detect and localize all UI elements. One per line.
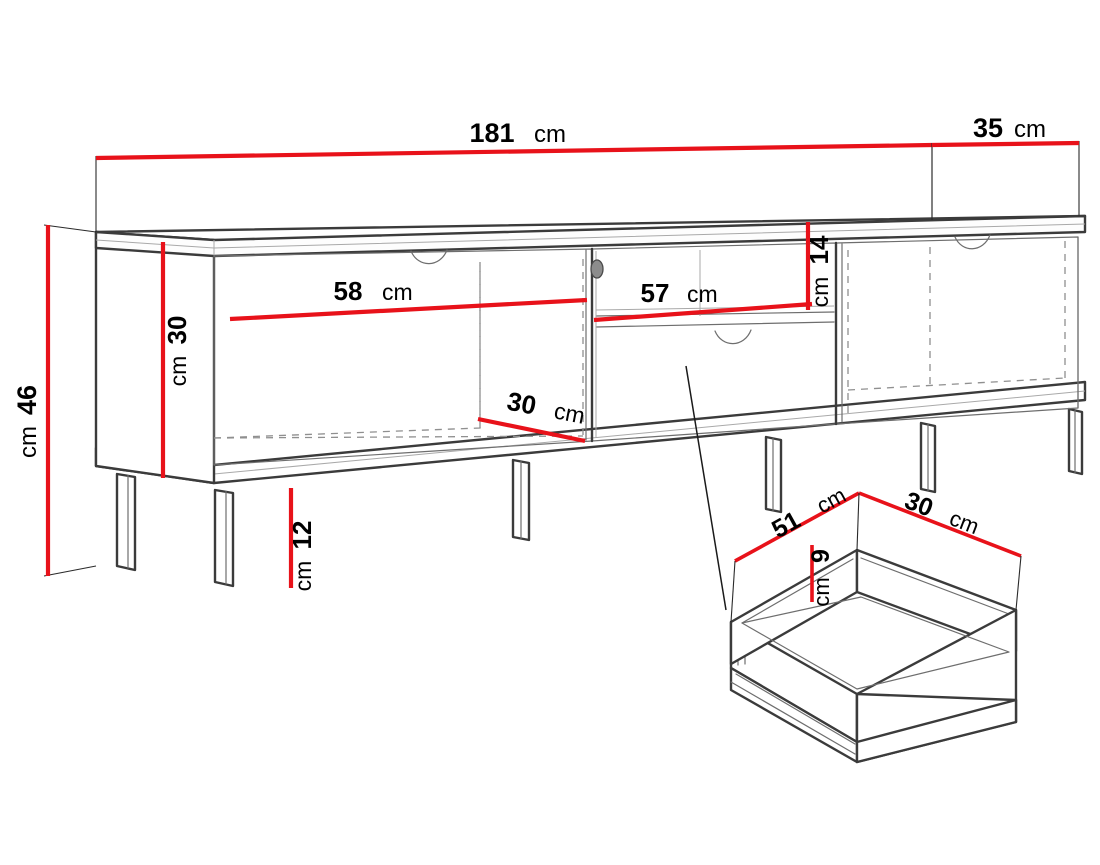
dim-46-unit: cm [15, 426, 42, 458]
dimension-drawer-opening-height: 14 cm [804, 222, 834, 310]
dimension-interior-depth: 30 cm [477, 386, 587, 444]
drawer-floor [741, 596, 1010, 690]
left-handle-notch [410, 249, 448, 265]
dimension-overall-width: 181 cm [95, 118, 933, 232]
handle-notches [410, 234, 991, 345]
dim-57-unit: cm [687, 281, 718, 307]
leg-2 [213, 488, 235, 588]
dim-181-value: 181 [469, 118, 514, 148]
dimension-overall-depth: 35 cm [931, 113, 1080, 220]
dim-30-height-value: 30 [162, 316, 192, 345]
dimension-drawer-opening-width: 57 cm [593, 278, 813, 323]
leg-4 [764, 435, 783, 514]
cabinet-left-end-panel [94, 230, 216, 485]
dim-181-unit: cm [534, 121, 566, 148]
drawer-detail-leader-line [685, 365, 727, 611]
leg-3 [511, 458, 531, 542]
dimension-drawer-height: 9 cm [807, 545, 835, 607]
dim-14-unit: cm [807, 277, 833, 308]
dim-58-value: 58 [334, 276, 363, 306]
dimension-left-compartment-height: 30 cm [160, 242, 192, 478]
dim-35-unit: cm [1014, 116, 1046, 143]
dim-46-value: 46 [12, 385, 42, 415]
cabinet-legs [115, 407, 1084, 588]
dimension-leg-height: 12 cm [287, 488, 317, 591]
dimension-left-compartment-width: 58 cm [229, 276, 588, 322]
drawer-detail-assembly: 51 cm 30 cm 9 cm [729, 482, 1022, 764]
dim-35-value: 35 [973, 113, 1003, 143]
dim-30-depth-value: 30 [505, 386, 539, 421]
dim-14-value: 14 [804, 235, 834, 264]
dim-12-unit: cm [290, 561, 316, 592]
cabinet-interior [213, 236, 1079, 466]
dim-58-unit: cm [382, 279, 413, 305]
cabinet-assembly [94, 214, 1087, 588]
dim-9-unit: cm [809, 577, 834, 606]
center-handle-notch [714, 329, 752, 345]
right-handle-notch [954, 234, 991, 250]
center-knob-icon [590, 259, 604, 279]
leg-6 [1067, 407, 1084, 476]
dim-57-value: 57 [641, 278, 670, 308]
dim-30-height-unit: cm [165, 356, 191, 387]
dimension-overall-height: 46 cm [12, 224, 97, 577]
leg-5 [919, 421, 937, 494]
dim-30-depth-unit: cm [552, 397, 587, 428]
dim-12-value: 12 [287, 521, 317, 550]
leg-front-left [115, 472, 137, 572]
cabinet-top-panel [94, 214, 1087, 258]
dim-9-value: 9 [807, 549, 835, 563]
